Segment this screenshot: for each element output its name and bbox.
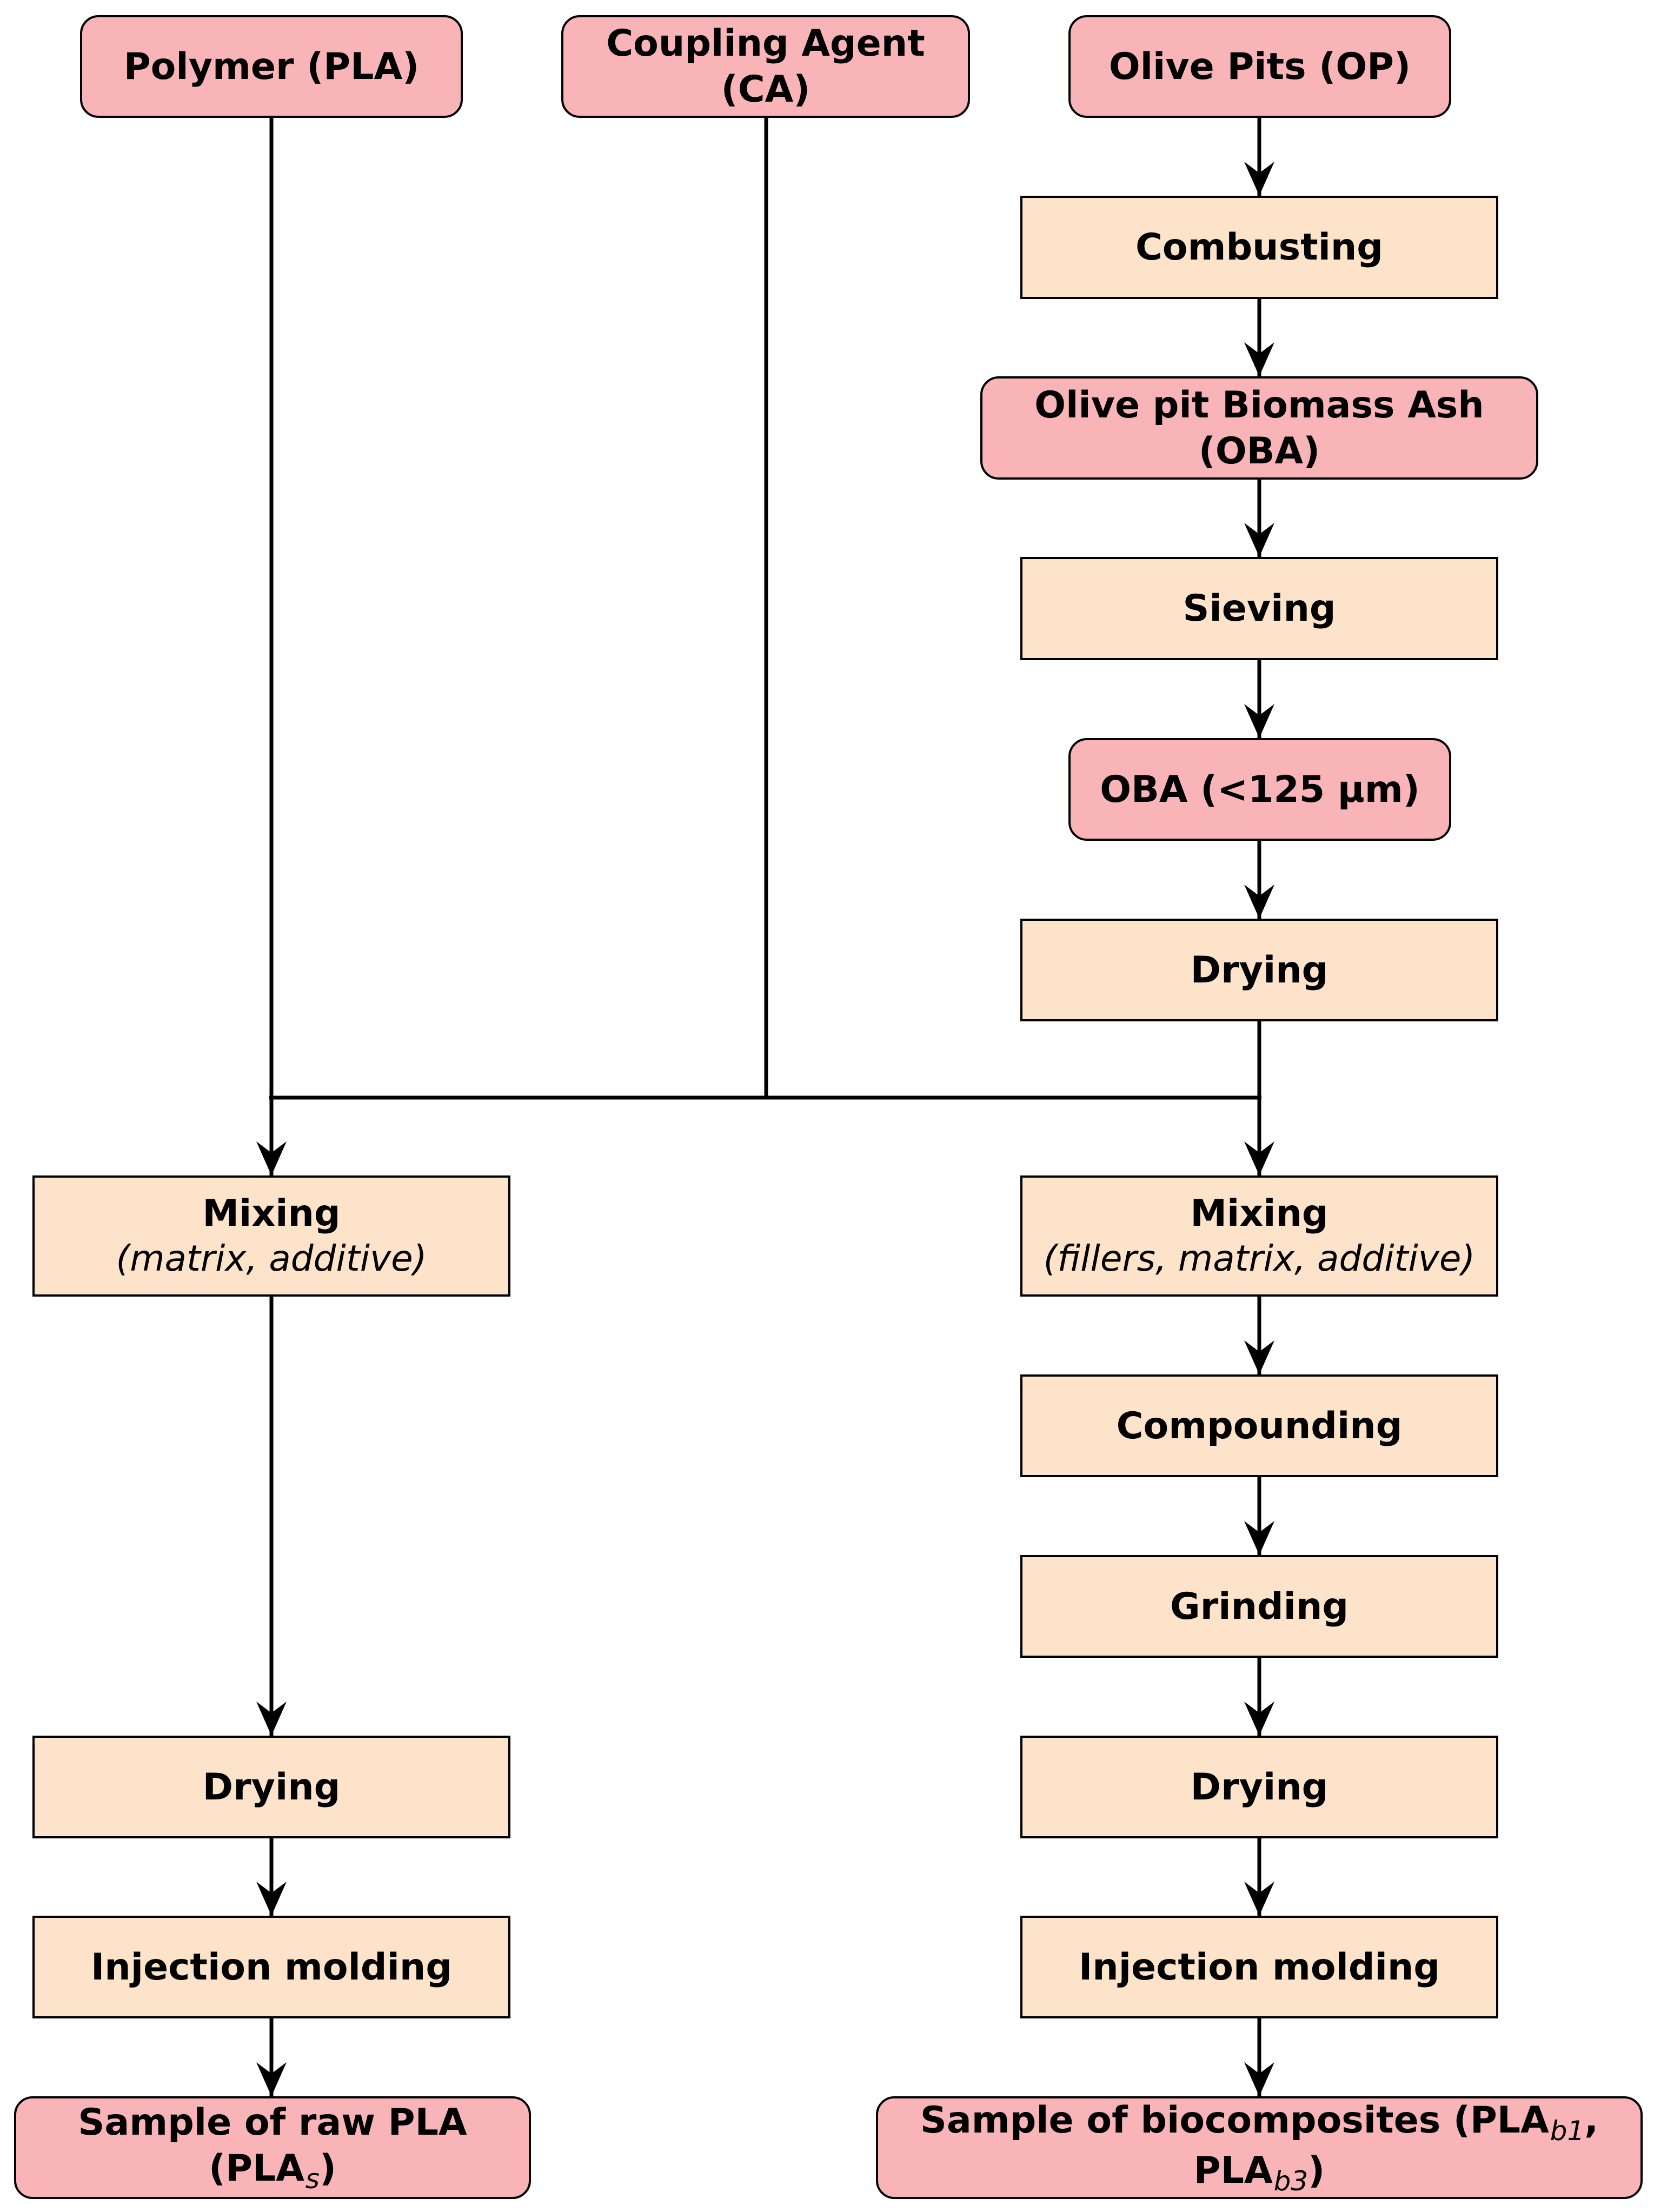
- raw-pla-subscript: s: [305, 2163, 320, 2195]
- compounding-node: Compounding: [1020, 1374, 1498, 1477]
- mixing-left-node: Mixing (matrix, additive): [32, 1175, 510, 1297]
- raw-pla-sample-node: Sample of raw PLA (PLAs): [14, 2096, 531, 2199]
- biocomposite-sample-node: Sample of biocomposites (PLAb1, PLAb3): [876, 2096, 1643, 2199]
- drying-left-label: Drying: [202, 1765, 341, 1809]
- bio-subscript-1: b1: [1550, 2115, 1585, 2147]
- drying-right-node: Drying: [1020, 1736, 1498, 1838]
- grinding-node: Grinding: [1020, 1555, 1498, 1658]
- injection-right-label: Injection molding: [1078, 1945, 1440, 1989]
- sieving-label: Sieving: [1183, 587, 1336, 630]
- drying-left-node: Drying: [32, 1736, 510, 1838]
- oba-sieved-label: OBA (<125 µm): [1100, 768, 1420, 811]
- injection-right-node: Injection molding: [1020, 1916, 1498, 2018]
- drying-right-label: Drying: [1190, 1765, 1328, 1809]
- coupling-agent-node: Coupling Agent (CA): [561, 15, 970, 118]
- polymer-label: Polymer (PLA): [123, 45, 420, 88]
- bio-subscript-2: b3: [1273, 2165, 1308, 2197]
- olive-pits-node: Olive Pits (OP): [1068, 15, 1451, 118]
- olive-pits-label: Olive Pits (OP): [1108, 45, 1411, 88]
- injection-left-node: Injection molding: [32, 1916, 510, 2018]
- combusting-label: Combusting: [1135, 226, 1383, 269]
- oba-sieved-node: OBA (<125 µm): [1068, 738, 1451, 841]
- grinding-label: Grinding: [1170, 1585, 1349, 1628]
- sieving-node: Sieving: [1020, 557, 1498, 660]
- injection-left-label: Injection molding: [90, 1945, 452, 1989]
- polymer-node: Polymer (PLA): [80, 15, 463, 118]
- coupling-agent-label: Coupling Agent (CA): [606, 22, 925, 111]
- oba-node: Olive pit Biomass Ash (OBA): [980, 376, 1538, 480]
- mixing-right-title: Mixing: [1190, 1192, 1328, 1235]
- compounding-label: Compounding: [1116, 1404, 1403, 1447]
- combusting-node: Combusting: [1020, 196, 1498, 299]
- oba-label: Olive pit Biomass Ash (OBA): [1034, 383, 1484, 473]
- mixing-left-title: Mixing: [202, 1192, 341, 1235]
- mixing-right-detail: (fillers, matrix, additive): [1043, 1238, 1476, 1280]
- drying-oba-label: Drying: [1190, 948, 1328, 992]
- raw-pla-sample-label: Sample of raw PLA (PLAs): [78, 2101, 467, 2195]
- biocomposite-sample-label: Sample of biocomposites (PLAb1, PLAb3): [920, 2098, 1599, 2197]
- mixing-right-node: Mixing (fillers, matrix, additive): [1020, 1175, 1498, 1297]
- drying-oba-node: Drying: [1020, 919, 1498, 1021]
- mixing-left-detail: (matrix, additive): [116, 1238, 427, 1280]
